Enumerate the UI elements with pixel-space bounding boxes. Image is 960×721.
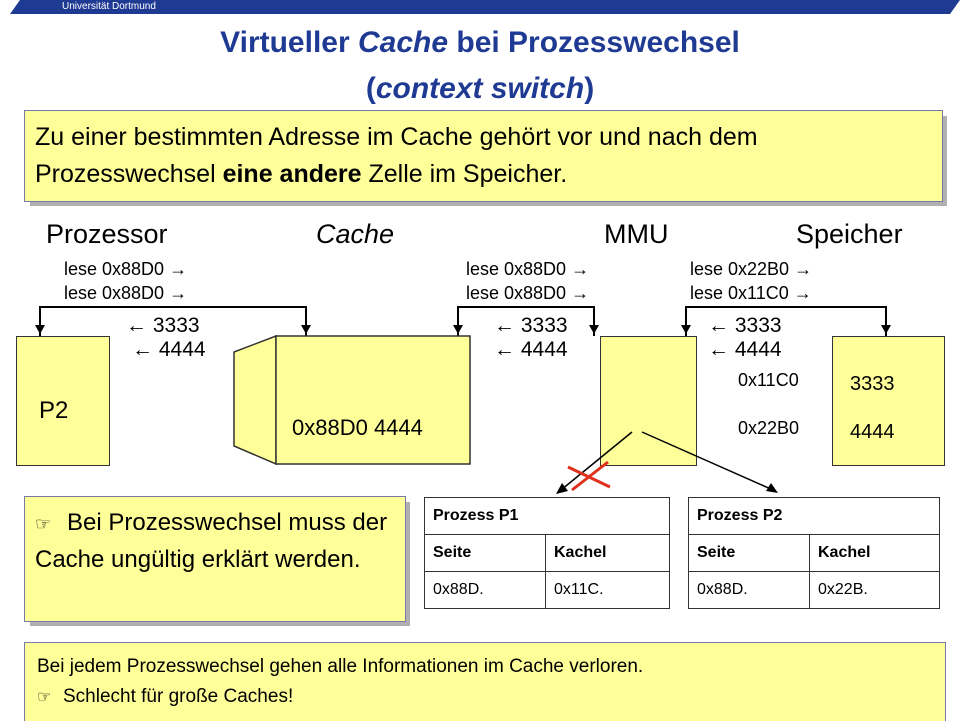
cpu-request-1: lese 0x88D0 → [64, 259, 188, 279]
page-title: Virtueller Cache bei Prozesswechsel [220, 26, 740, 59]
table-cell: 0x88D. [688, 571, 810, 609]
pointing-hand-icon: ☞ [35, 513, 52, 534]
memory-label: Speicher [796, 219, 903, 249]
memory-value-1: 3333 [850, 373, 895, 395]
tip-text: Bei Prozesswechsel muss der Cache ungült… [35, 509, 388, 573]
cache-request-2: lese 0x88D0 → [466, 283, 590, 303]
processor-box: P2 [16, 336, 110, 466]
table-cell: 0x88D. [424, 571, 546, 609]
intro-note: Zu einer bestimmten Adresse im Cache geh… [24, 110, 943, 202]
table-cell: 0x22B. [809, 571, 940, 609]
cache-entry: 0x88D0 4444 [292, 415, 423, 440]
university-label: Universität Dortmund [62, 1, 156, 12]
processor-label: Prozessor [46, 219, 168, 249]
cache-response-2: ← 4444 [494, 338, 568, 361]
table-header: Seite [688, 534, 810, 572]
cpu-response-2: ← 4444 [132, 338, 206, 361]
table-header: Kachel [809, 534, 940, 572]
mmu-request-1: lese 0x22B0 → [690, 259, 813, 279]
cache-label: Cache [316, 219, 395, 249]
footer-line-1: Bei jedem Prozesswechsel gehen alle Info… [37, 656, 644, 677]
footer-note: Bei jedem Prozesswechsel gehen alle Info… [24, 642, 946, 721]
pointing-hand-icon: ☞ [37, 689, 52, 706]
cpu-request-2: lese 0x88D0 → [64, 283, 188, 303]
table-header: Seite [424, 534, 546, 572]
memory-value-2: 4444 [850, 421, 895, 443]
mmu-label: MMU [604, 219, 669, 249]
tip-note: ☞Bei Prozesswechsel muss der Cache ungül… [24, 496, 406, 622]
table-title: Prozess P1 [424, 497, 670, 535]
mmu-response-1: ← 3333 [708, 314, 782, 337]
header-band [10, 0, 960, 14]
cache-box [233, 334, 471, 466]
table-header: Kachel [545, 534, 670, 572]
processor-id: P2 [39, 397, 69, 424]
mmu-request-2: lese 0x11C0 → [690, 283, 812, 303]
page-table-p2: Prozess P2 Seite Kachel 0x88D. 0x22B. [688, 497, 940, 609]
page-subtitle: (context switch) [365, 72, 595, 105]
memory-address-2: 0x22B0 [738, 418, 800, 438]
memory-address-1: 0x11C0 [738, 370, 799, 390]
table-title: Prozess P2 [688, 497, 940, 535]
mmu-response-2: ← 4444 [708, 338, 782, 361]
memory-box: 3333 4444 [832, 336, 945, 466]
footer-line-2: ☞Schlecht für große Caches! [37, 683, 293, 712]
cache-request-1: lese 0x88D0 → [466, 259, 590, 279]
cpu-response-1: ← 3333 [126, 314, 200, 337]
page-table-p1: Prozess P1 Seite Kachel 0x88D. 0x11C. [424, 497, 670, 609]
cache-response-1: ← 3333 [494, 314, 568, 337]
table-cell: 0x11C. [545, 571, 670, 609]
